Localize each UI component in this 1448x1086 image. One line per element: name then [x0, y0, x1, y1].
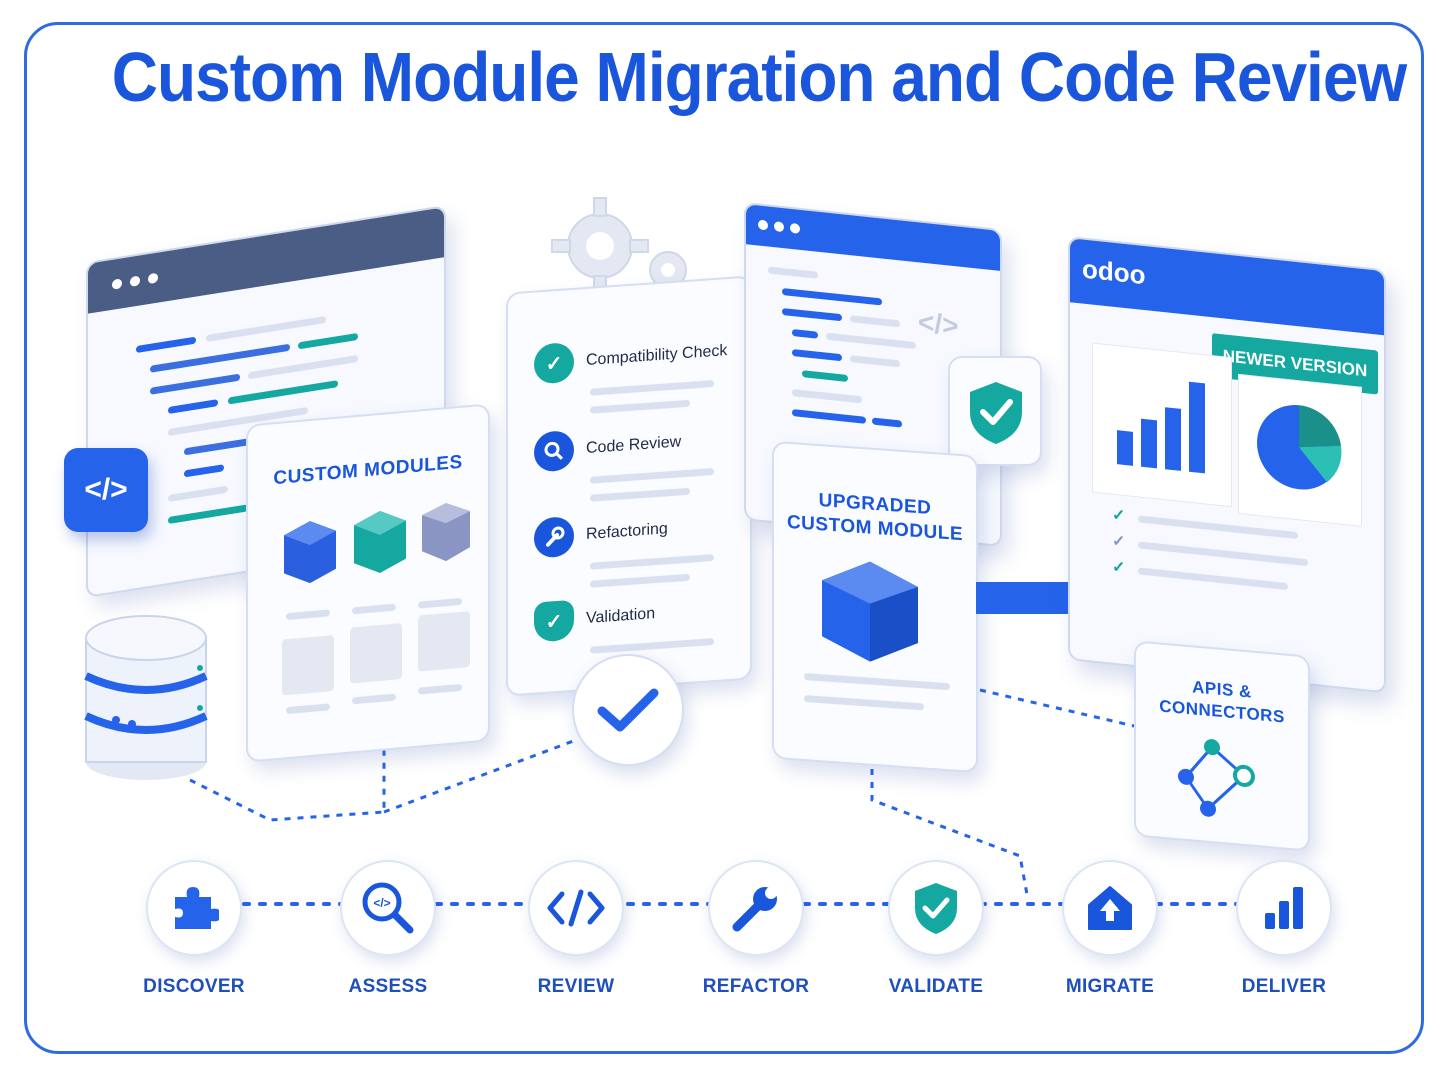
- pie-chart-icon: [1257, 405, 1342, 490]
- approved-check-icon: [572, 654, 684, 766]
- step-circle: [1062, 860, 1158, 956]
- step-circle: </>: [340, 860, 436, 956]
- step-label: REFACTOR: [702, 976, 810, 997]
- chart-panel: [1092, 342, 1232, 508]
- security-shield-card: [948, 356, 1042, 466]
- step-circle: [708, 860, 804, 956]
- bar-chart-icon: [1265, 887, 1303, 929]
- step-migrate: MIGRATE: [1050, 860, 1170, 998]
- odoo-newer-version-window: odoo NEWER VERSION ✓ ✓ ✓: [1068, 236, 1386, 694]
- step-label: DISCOVER: [143, 976, 245, 997]
- page-title: Custom Module Migration and Code Review: [111, 38, 1407, 116]
- step-label: DELIVER: [1241, 976, 1327, 997]
- home-upload-icon: [1088, 886, 1132, 930]
- review-checklist-card: ✓ Compatibility Check Code Review Refact…: [506, 275, 752, 697]
- checklist-item-refactoring: Refactoring: [534, 509, 668, 559]
- cube-icon: [822, 561, 918, 662]
- puzzle-icon: [175, 887, 219, 929]
- step-label: VALIDATE: [888, 976, 984, 997]
- svg-text:</>: </>: [373, 896, 390, 910]
- checklist-item-code-review: Code Review: [534, 422, 681, 473]
- network-nodes-icon: [1178, 739, 1255, 817]
- bar-chart-icon: [1117, 381, 1205, 474]
- step-discover: DISCOVER: [134, 860, 254, 998]
- step-circle: [146, 860, 242, 956]
- step-circle: [528, 860, 624, 956]
- search-icon: [534, 429, 574, 473]
- step-label: ASSESS: [348, 976, 428, 997]
- step-review: REVIEW: [516, 860, 636, 998]
- step-label: MIGRATE: [1065, 976, 1155, 997]
- step-assess: </> ASSESS: [328, 860, 448, 998]
- code-icon: </>: [64, 448, 148, 532]
- apis-connectors-card: APIS & CONNECTORS: [1134, 640, 1310, 852]
- wrench-icon: [534, 515, 574, 559]
- pie-panel: [1238, 373, 1362, 527]
- step-label: REVIEW: [537, 976, 615, 997]
- shield-check-icon: [970, 382, 1022, 444]
- magnify-code-icon: </>: [362, 882, 414, 934]
- step-refactor: REFACTOR: [696, 860, 816, 998]
- step-deliver: DELIVER: [1224, 860, 1344, 998]
- step-validate: VALIDATE: [876, 860, 996, 998]
- step-circle: [1236, 860, 1332, 956]
- database-icon: [84, 615, 208, 780]
- wrench-icon: [732, 887, 777, 932]
- step-circle: [888, 860, 984, 956]
- upgraded-module-card: UPGRADED CUSTOM MODULE: [772, 440, 978, 774]
- shield-check-icon: [915, 883, 957, 934]
- code-icon: [547, 889, 605, 927]
- cube-icons: [284, 503, 470, 584]
- custom-modules-card: CUSTOM MODULES: [246, 403, 490, 763]
